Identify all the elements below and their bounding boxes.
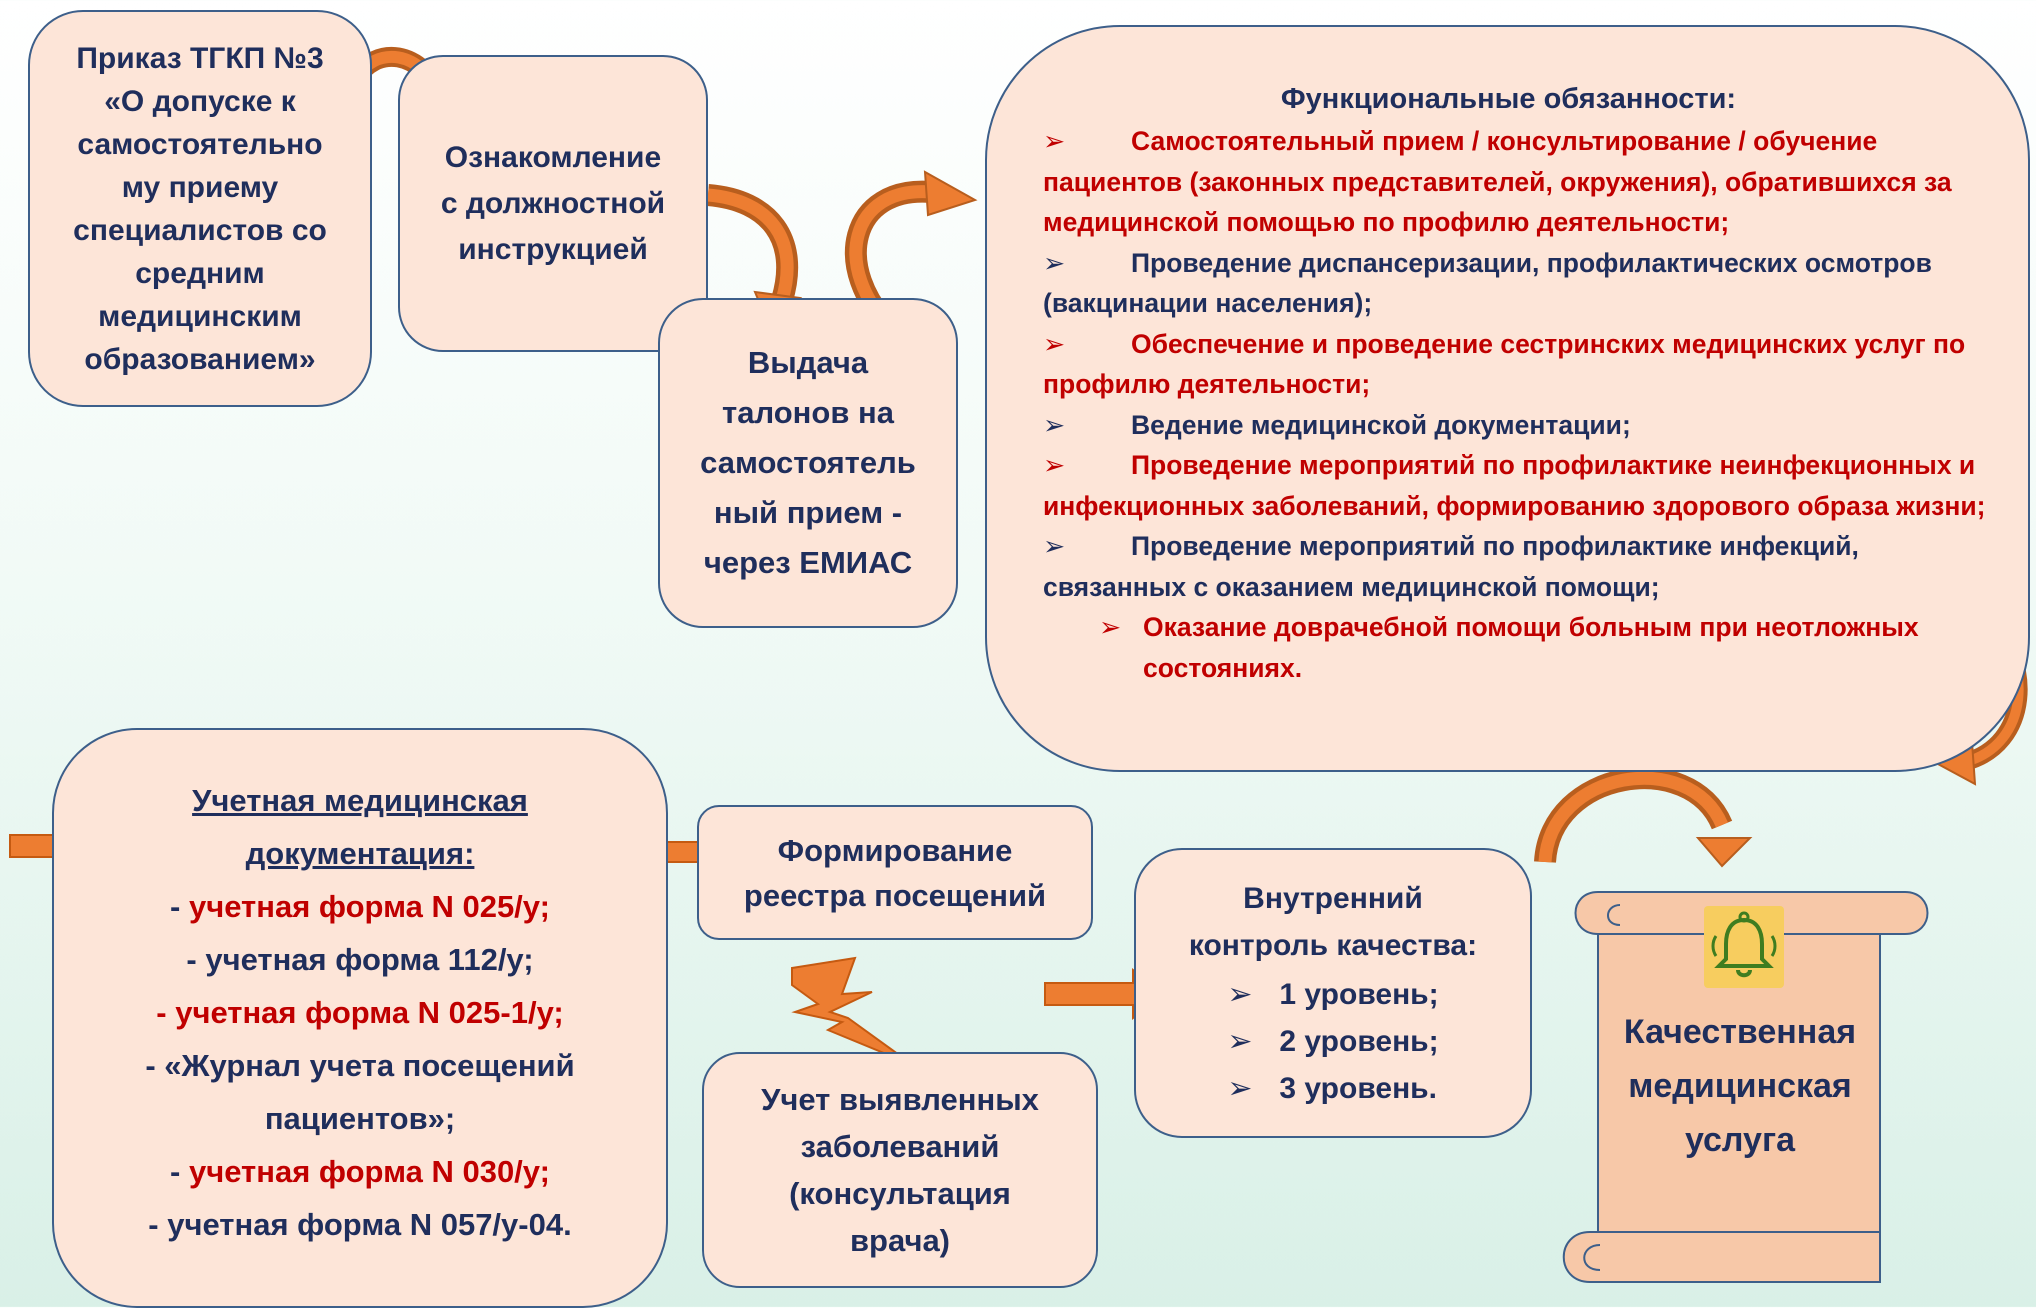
- scroll-icon: [1562, 891, 1929, 1283]
- duties-node: Функциональные обязанности: ➢Самостоятел…: [985, 25, 2030, 772]
- familiarization-line-1: Ознакомление: [444, 140, 662, 174]
- bullet-arrow-icon: ➢: [1227, 1071, 1253, 1105]
- bullet-arrow-icon: ➢: [1043, 126, 1066, 156]
- bullet-arrow-icon: ➢: [1099, 612, 1122, 642]
- documentation-item: - учетная форма N 025-1/у;: [156, 986, 563, 1039]
- bullet-arrow-icon: ➢: [1043, 450, 1066, 480]
- control-title-line-1: Внутренний: [1243, 881, 1423, 915]
- item-dash: -: [186, 942, 206, 977]
- diseases-line-1: Учет выявленных: [761, 1082, 1039, 1117]
- diseases-line-2: заболеваний: [800, 1129, 1000, 1164]
- item-text: учетная форма 112/у;: [205, 942, 534, 977]
- bullet-arrow-icon: ➢: [1227, 1024, 1253, 1058]
- level-text: 3 уровень.: [1279, 1071, 1437, 1105]
- familiarization-line-2: с должностной: [440, 186, 666, 220]
- item-text: учетная форма N 030/у;: [188, 1154, 550, 1189]
- documentation-item: - учетная форма N 057/у-04.: [148, 1198, 571, 1251]
- item-text: учетная форма N 025-1/у;: [175, 995, 564, 1030]
- bullet-arrow-icon: ➢: [1043, 247, 1066, 278]
- duty-text: Проведение мероприятий по профилактике и…: [1043, 531, 1859, 602]
- control-level: ➢ 2 уровень;: [1227, 1018, 1438, 1065]
- control-level: ➢ 1 уровень;: [1227, 971, 1438, 1018]
- documentation-title-line-2: документация:: [245, 836, 475, 871]
- diseases-line-4: врача): [849, 1223, 951, 1258]
- registry-line-2: реестра посещений: [743, 877, 1047, 913]
- duty-text: Проведение диспансеризации, профилактиче…: [1043, 247, 1932, 319]
- documentation-item: - «Журнал учета посещений: [145, 1039, 574, 1092]
- tickets-text: Выдача талонов на самостоятель ный прием…: [700, 345, 916, 580]
- duty-item: ➢Проведение мероприятий по профилактике …: [1043, 445, 2004, 526]
- item-dash: -: [145, 1048, 165, 1083]
- duty-item: ➢ Ведение медицинской документации;: [1043, 405, 2004, 446]
- control-levels: ➢ 1 уровень; ➢ 2 уровень; ➢ 3 уровень.: [1227, 971, 1438, 1112]
- level-text: 1 уровень;: [1279, 977, 1439, 1011]
- item-text: учетная форма N 057/у-04.: [167, 1207, 572, 1242]
- documentation-title-line-1: Учетная медицинская: [192, 783, 528, 818]
- documentation-node: Учетная медицинская документация: - учет…: [52, 728, 668, 1308]
- bullet-arrow-icon: ➢: [1043, 531, 1066, 561]
- item-dash: -: [170, 889, 189, 924]
- familiarization-node: Ознакомление с должностной инструкцией: [398, 55, 708, 352]
- diseases-node: Учет выявленных заболеваний (консультаци…: [702, 1052, 1098, 1288]
- duty-item: ➢Самостоятельный прием / консультировани…: [1043, 121, 2004, 243]
- item-text: учетная форма N 025/у;: [188, 889, 550, 924]
- duty-item: ➢ Оказание доврачебной помощи больным при…: [1099, 607, 2004, 688]
- level-text: 2 уровень;: [1279, 1024, 1439, 1058]
- item-text: «Журнал учета посещений: [164, 1048, 575, 1083]
- bullet-arrow-icon: ➢: [1043, 328, 1066, 359]
- control-title-line-2: контроль качества:: [1188, 928, 1478, 962]
- bullet-arrow-icon: ➢: [1043, 409, 1066, 440]
- documentation-item: - учетная форма 112/у;: [186, 933, 533, 986]
- registry-line-1: Формирование: [777, 832, 1013, 868]
- bell-icon: [1704, 906, 1784, 988]
- outcome-label: Качественная медицинская услуга: [1605, 1005, 1875, 1167]
- control-level: ➢ 3 уровень.: [1227, 1065, 1438, 1112]
- outcome-line-1: Качественная: [1623, 1013, 1857, 1051]
- item-dash: -: [170, 1154, 189, 1189]
- item-dash: -: [148, 1207, 168, 1242]
- outcome-line-2: медицинская: [1628, 1067, 1852, 1105]
- documentation-item: - учетная форма N 030/у;: [170, 1145, 550, 1198]
- order-line-1: Приказ ТГКП №3: [76, 41, 324, 75]
- order-line-2: «О допуске к самостоятельно му приему сп…: [73, 84, 327, 376]
- tickets-node: Выдача талонов на самостоятель ный прием…: [658, 298, 958, 628]
- control-node: Внутренний контроль качества: ➢ 1 уровень…: [1134, 848, 1532, 1138]
- item-text: пациентов»;: [264, 1101, 456, 1136]
- duty-text: Проведение мероприятий по профилактике н…: [1043, 450, 1986, 521]
- familiarization-line-3: инструкцией: [458, 232, 648, 266]
- duty-text: Самостоятельный прием / консультирование…: [1043, 126, 1952, 237]
- duty-text: Оказание доврачебной помощи больным при …: [1143, 612, 1919, 683]
- item-dash: -: [156, 995, 176, 1030]
- duty-item: ➢Проведение диспансеризации, профилактич…: [1043, 243, 2004, 324]
- bullet-arrow-icon: ➢: [1227, 977, 1253, 1011]
- curved-arrow-icon: [1534, 767, 1753, 868]
- duty-item: ➢Обеспечение и проведение сестринских ме…: [1043, 324, 2004, 405]
- documentation-item: пациентов»;: [265, 1092, 455, 1145]
- registry-node: Формирование реестра посещений: [697, 805, 1093, 940]
- diseases-line-3: (консультация: [789, 1176, 1011, 1211]
- documentation-item: - учетная форма N 025/у;: [170, 880, 550, 933]
- lightning-icon: [791, 956, 914, 1066]
- duty-text: Обеспечение и проведение сестринских мед…: [1043, 328, 1966, 400]
- outcome-line-3: услуга: [1684, 1121, 1796, 1159]
- order-node: Приказ ТГКП №3 «О допуске к самостоятель…: [28, 10, 372, 407]
- duties-title: Функциональные обязанности:: [1280, 83, 1737, 115]
- duty-item: ➢Проведение мероприятий по профилактике …: [1043, 526, 2004, 607]
- duty-text: Ведение медицинской документации;: [1131, 409, 1631, 440]
